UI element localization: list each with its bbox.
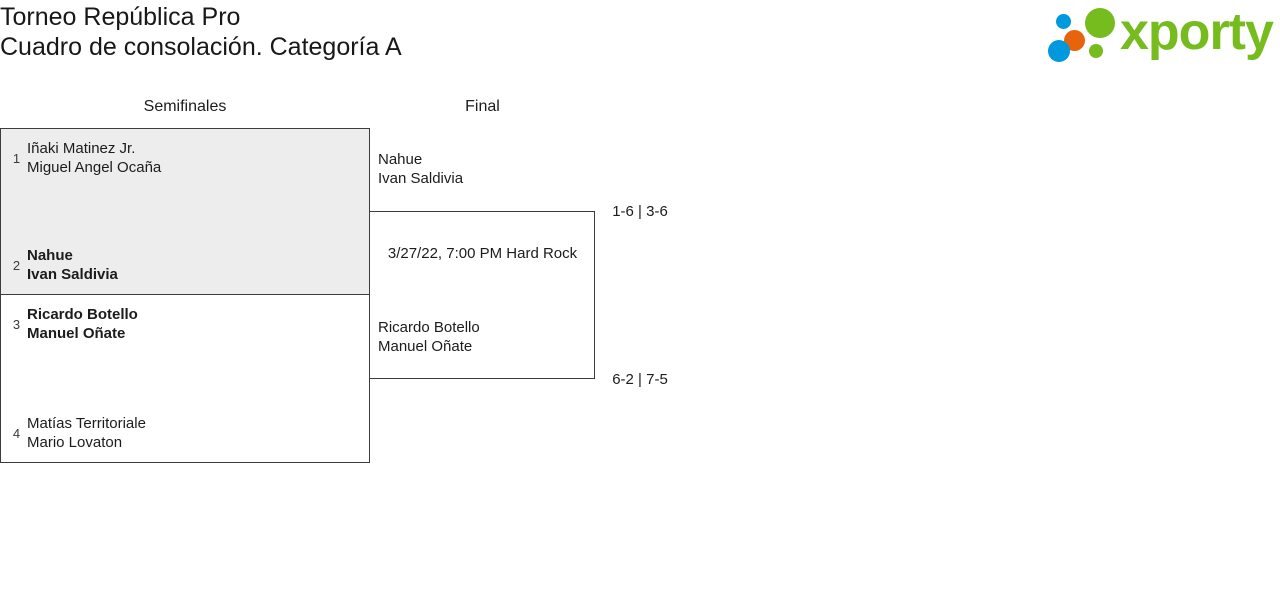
- player-name: Manuel Oñate: [27, 325, 126, 342]
- match-semifinal-2-team-top[interactable]: 3 Ricardo Botello Manuel Oñate: [1, 305, 369, 343]
- player-name: Miguel Angel Ocaña: [27, 159, 162, 176]
- xporty-logo[interactable]: xporty: [1040, 3, 1274, 64]
- team-names: Iñaki Matinez Jr. Miguel Angel Ocaña: [27, 139, 369, 177]
- match-semifinal-1[interactable]: 1 Iñaki Matinez Jr. Miguel Angel Ocaña 2…: [0, 128, 370, 295]
- seed-number: 2: [12, 257, 21, 273]
- team-names: Ricardo Botello Manuel Oñate: [27, 305, 369, 343]
- seed-number: 3: [12, 316, 21, 332]
- tournament-name: Torneo República Pro: [0, 3, 241, 31]
- round-heading-semifinals: Semifinales: [143, 98, 227, 115]
- logo-dot-green-large-icon: [1085, 8, 1115, 38]
- logo-dots-icon: [1046, 6, 1124, 62]
- player-name: Ivan Saldivia: [27, 266, 118, 283]
- match-semifinal-2-score: 6-2 | 7-5: [612, 371, 668, 388]
- match-semifinal-1-team-top[interactable]: 1 Iñaki Matinez Jr. Miguel Angel Ocaña: [1, 139, 369, 177]
- match-final-team-top[interactable]: Nahue Ivan Saldivia: [370, 150, 463, 188]
- seed-number: 4: [12, 425, 21, 441]
- player-name: Ivan Saldivia: [378, 170, 464, 187]
- page-header: Torneo República Pro Cuadro de consolaci…: [0, 0, 1280, 80]
- player-name: Nahue: [27, 247, 73, 264]
- match-semifinal-1-score: 1-6 | 3-6: [612, 203, 668, 220]
- team-names: Matías Territoriale Mario Lovaton: [27, 414, 369, 452]
- page-title: Torneo República Pro Cuadro de consolaci…: [0, 2, 402, 62]
- match-final[interactable]: [369, 211, 595, 379]
- match-final-schedule: 3/27/22, 7:00 PM Hard Rock: [387, 245, 578, 262]
- team-names: Nahue Ivan Saldivia: [27, 246, 369, 284]
- logo-dot-blue-small-icon: [1056, 14, 1071, 29]
- player-name: Matías Territoriale: [27, 415, 146, 432]
- seed-number: 1: [12, 150, 21, 166]
- logo-dot-blue-large-icon: [1048, 40, 1070, 62]
- logo-dot-green-small-icon: [1089, 44, 1103, 58]
- match-semifinal-2-team-bottom[interactable]: 4 Matías Territoriale Mario Lovaton: [1, 414, 369, 452]
- round-heading-final: Final: [465, 98, 500, 115]
- logo-dot-orange-icon: [1064, 30, 1085, 51]
- player-name: Ricardo Botello: [27, 306, 138, 323]
- match-final-team-bottom[interactable]: Ricardo Botello Manuel Oñate: [370, 318, 480, 356]
- logo-wordmark: xporty: [1120, 3, 1274, 61]
- match-semifinal-1-team-bottom[interactable]: 2 Nahue Ivan Saldivia: [1, 246, 369, 284]
- match-semifinal-2[interactable]: 3 Ricardo Botello Manuel Oñate 4 Matías …: [0, 294, 370, 463]
- player-name: Ricardo Botello: [378, 319, 480, 336]
- player-name: Mario Lovaton: [27, 434, 123, 451]
- player-name: Manuel Oñate: [378, 338, 473, 355]
- player-name: Iñaki Matinez Jr.: [27, 140, 136, 157]
- player-name: Nahue: [378, 151, 423, 168]
- tournament-subtitle: Cuadro de consolación. Categoría A: [0, 33, 402, 61]
